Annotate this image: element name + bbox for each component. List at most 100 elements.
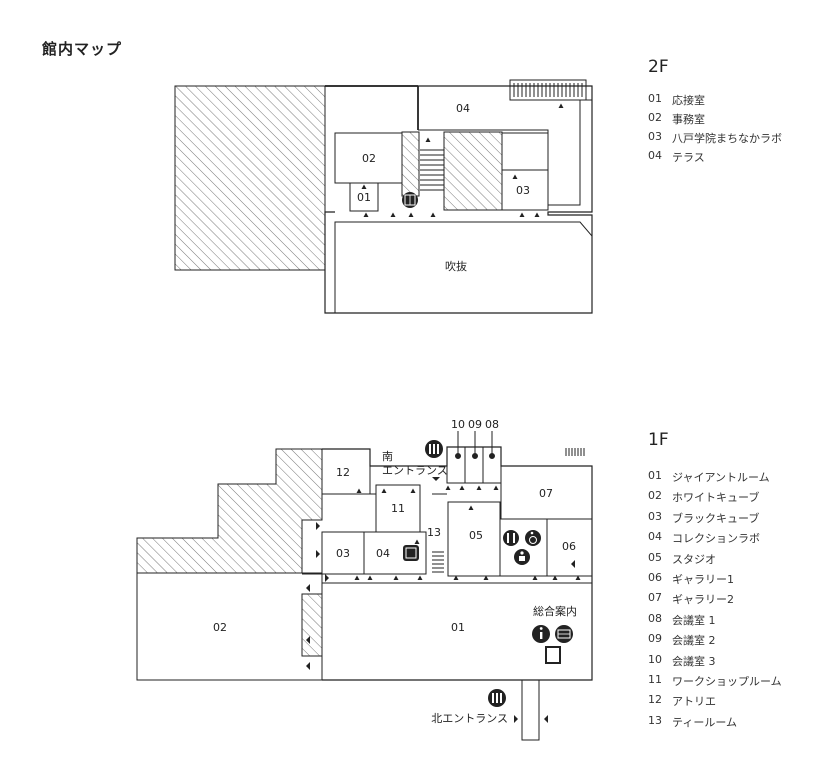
1f-label-03: 03 [336,547,350,560]
legend-name: 会議室 3 [672,654,716,668]
legend-name: ワークショップルーム [672,674,782,688]
1f-hatch-strip [301,593,323,657]
legend-item: 02 事務室 [648,111,782,130]
legend-num: 07 [648,591,662,605]
elevator-icon [403,545,419,561]
1f-label-13: 13 [427,526,441,539]
legend-name: テラス [672,151,705,164]
info-desk-icon [545,646,561,664]
legend-item: 03 八戸学院まちなかラボ [648,130,782,149]
legend-name: 応接室 [672,94,705,107]
1f-label-02: 02 [213,621,227,634]
information-icon [532,625,550,643]
restroom-icon [488,689,506,707]
page-title: 館内マップ [42,40,123,58]
legend-name: 会議室 1 [672,613,716,627]
legend-name: ジャイアントルーム [672,471,770,484]
1f-meeting-rooms [446,446,502,484]
legend-item: 12 アトリエ [648,693,782,713]
2f-hatch-block [443,131,503,211]
1f-hatch-area [136,448,323,574]
floor-label-1f: 1F [648,430,669,450]
1f-meeting-room-pins [455,431,495,459]
2f-label-01: 01 [357,191,371,204]
legend-name: ギャラリー2 [672,593,734,607]
1f-restroom-block [499,518,548,577]
1f-label-08: 08 [485,418,499,431]
legend-name: ギャラリー1 [672,572,734,586]
legend-num: 13 [648,713,662,727]
1f-label-11: 11 [391,502,405,515]
1f-label-09: 09 [468,418,482,431]
2f-void-area [174,85,326,271]
info-desk-label: 総合案内 [533,604,577,618]
1f-label-06: 06 [562,540,576,553]
2f-exterior-stairs [509,79,587,101]
2f-room-04 [418,85,593,206]
legend-num: 08 [648,611,662,625]
legend-num: 02 [648,111,662,124]
1f-exterior-marks [565,448,585,456]
north-entrance-label: 北エントランス [431,712,508,725]
elevator-icon [402,192,418,208]
2f-room-03 [501,169,549,211]
legend-name: スタジオ [672,552,716,566]
1f-outer-wall [322,446,593,681]
restroom-icon [425,440,443,458]
legend-item: 07 ギャラリー2 [648,591,782,611]
legend-num: 02 [648,489,662,503]
2f-outer-wall [324,85,593,314]
1f-label-10: 10 [451,418,465,431]
restroom-icon [503,530,519,546]
south-entrance-label: エントランス [382,464,448,477]
2f-label-04: 04 [456,102,470,115]
1f-label-12: 12 [336,466,350,479]
legend-num: 03 [648,509,662,523]
2f-stairs [420,149,444,191]
legend-name: アトリエ [672,695,716,709]
1f-room-04 [363,531,427,575]
floor-2f-map [174,79,593,314]
wheelchair-icon [525,530,541,546]
legend-name: 事務室 [672,113,705,126]
legend-num: 03 [648,130,662,143]
legend-item: 03 ブラックキューブ [648,510,782,530]
legend-item: 02 ホワイトキューブ [648,489,782,509]
1f-label-01: 01 [451,621,465,634]
floor-label-2f: 2F [648,57,669,77]
legend-name: コレクションラボ [672,532,760,546]
legend-item: 08 会議室 1 [648,612,782,632]
floor-1f-map [136,446,593,741]
legend-item: 01 ジャイアントルーム [648,469,782,489]
1f-label-04: 04 [376,547,390,560]
legend-num: 11 [648,672,662,686]
2f-atrium [334,221,593,314]
2f-label-02: 02 [362,152,376,165]
legend-num: 09 [648,632,662,646]
1f-stairs [432,551,444,573]
legend-name: ホワイトキューブ [672,491,760,505]
1f-north-entrance-corridor [521,679,540,741]
legend-num: 01 [648,469,662,482]
legend-num: 01 [648,92,662,105]
2f-room-01 [349,182,379,212]
1f-label-07: 07 [539,487,553,500]
legend-num: 12 [648,693,662,707]
legend-num: 05 [648,550,662,564]
coin-locker-icon [555,625,573,643]
1f-door-arrows [306,477,581,723]
legend-name: 八戸学院まちなかラボ [672,132,782,145]
south-entrance-label: 南 [382,450,393,463]
legend-item: 11 ワークショップルーム [648,673,782,693]
2f-label-03: 03 [516,184,530,197]
legend-name: ブラックキューブ [672,511,760,525]
1f-room-01 [321,582,593,681]
